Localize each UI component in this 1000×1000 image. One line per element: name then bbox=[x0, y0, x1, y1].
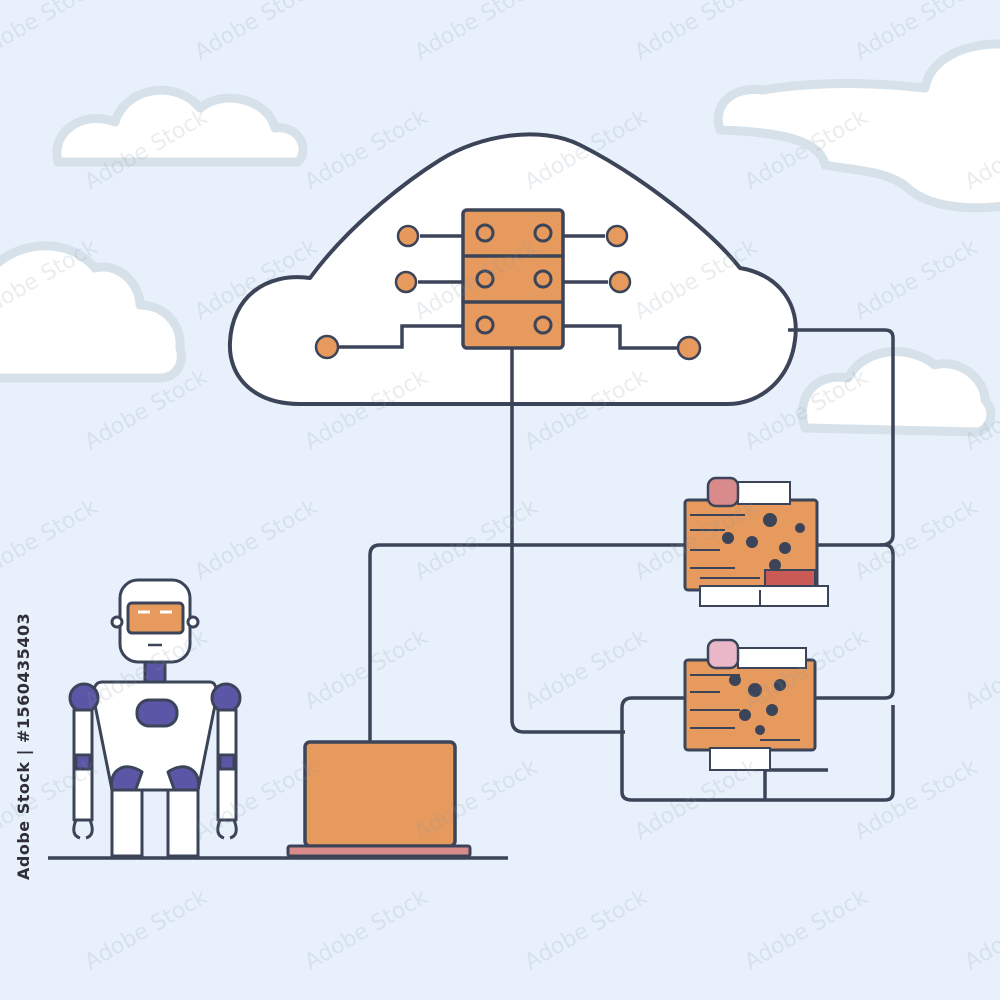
circuit-traces bbox=[338, 234, 678, 350]
circuit-board-icon-2 bbox=[683, 638, 817, 771]
cloud-icon-top-left bbox=[52, 85, 308, 167]
circuit-board-icon-1 bbox=[683, 476, 829, 607]
side-watermark-label: Adobe Stock | #1560435403 bbox=[14, 612, 33, 880]
robot-icon bbox=[68, 578, 242, 858]
cloud-icon-right bbox=[797, 347, 996, 437]
cloud-icon-left bbox=[0, 241, 186, 383]
circuit-nodes bbox=[314, 224, 702, 361]
laptop-icon bbox=[286, 740, 472, 858]
cloud-icon-top-right bbox=[713, 39, 1000, 213]
